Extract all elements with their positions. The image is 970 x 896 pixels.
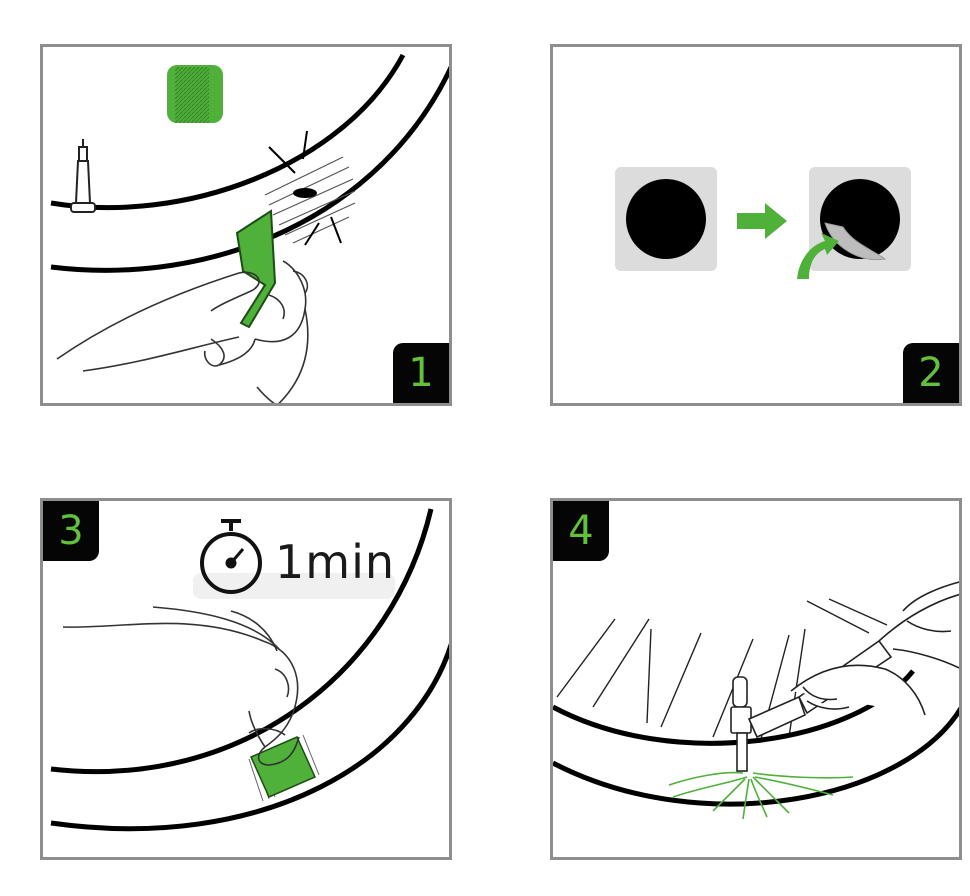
- tire-inner-arc: [50, 508, 434, 775]
- step-3-panel: 1min 3: [40, 498, 452, 860]
- patch-on-tube: [250, 736, 316, 798]
- step-1-panel: 1: [40, 44, 452, 406]
- sanded-area: [264, 130, 356, 246]
- step-number-badge: 3: [43, 501, 99, 561]
- arrow-right-icon: [737, 203, 787, 239]
- tire-outer-arc: [50, 642, 449, 832]
- inflate-tube-icon: [553, 581, 959, 820]
- peel-patch-backing-icon: [615, 167, 911, 279]
- patch-with-backing-icon: [615, 167, 717, 271]
- hand-icon: [62, 606, 300, 766]
- curved-arrow-icon: [797, 233, 839, 279]
- step-4-panel: 4: [550, 498, 962, 860]
- tire-outer-arc: [50, 65, 449, 273]
- pump-and-hand-icon: [747, 581, 959, 739]
- valve-stem-icon: [730, 676, 752, 772]
- peeled-patch-icon: [809, 167, 911, 271]
- tire-inner-arc: [50, 53, 406, 211]
- stopwatch-icon: [200, 519, 262, 594]
- press-patch-icon: [50, 508, 449, 832]
- step-2-panel: 2: [550, 44, 962, 406]
- hand-icon: [56, 260, 309, 403]
- step-number-badge: 4: [553, 501, 609, 561]
- scraper-tool-icon: [235, 209, 277, 329]
- tire-outer-arc: [553, 706, 959, 807]
- puncture-hole: [293, 188, 317, 198]
- timer-label-bg: [193, 573, 395, 599]
- sand-with-scraper-icon: [50, 53, 449, 403]
- step-number-badge: 1: [393, 343, 449, 403]
- patch-sample-icon: [167, 65, 223, 123]
- air-lines: [668, 771, 854, 820]
- step-number-badge: 2: [903, 343, 959, 403]
- wheel-spokes: [556, 598, 888, 740]
- valve-stem-icon: [70, 139, 96, 213]
- timer-label: 1min: [275, 535, 396, 589]
